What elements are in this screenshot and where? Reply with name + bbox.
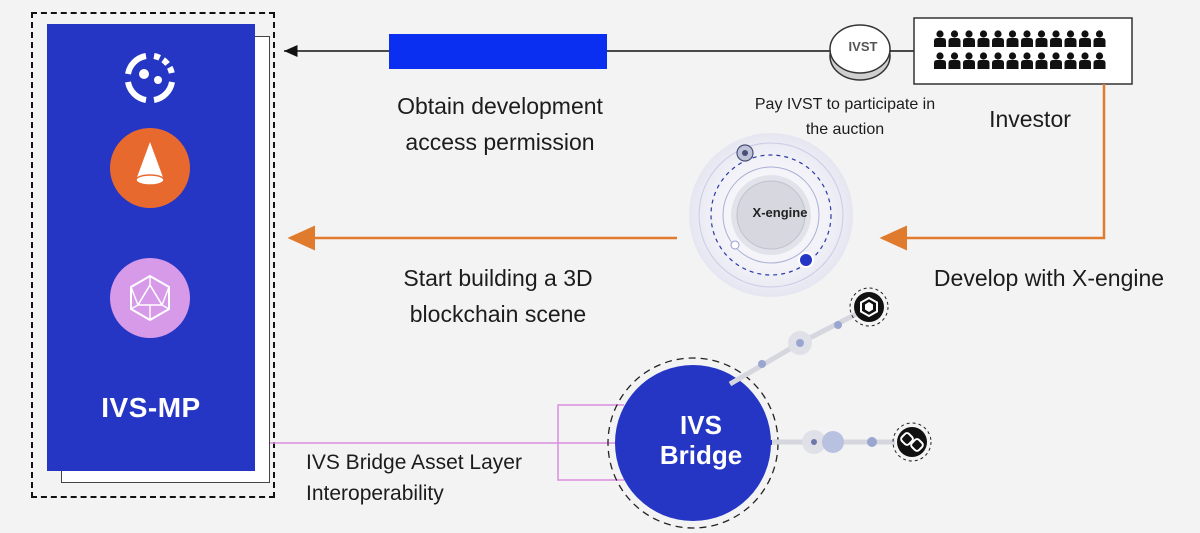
person-icon [977, 60, 990, 69]
person-icon [1023, 30, 1031, 38]
person-icon [992, 38, 1004, 47]
person-icon [1095, 30, 1104, 38]
start-label-line2: blockchain scene [409, 301, 587, 327]
person-icon [1052, 30, 1060, 38]
xengine-node [689, 133, 853, 297]
pink-connectors [270, 404, 624, 481]
ivs-mp-panel [47, 24, 255, 471]
person-icon [948, 60, 961, 69]
start-building-label: Start building a 3D blockchain scene [360, 260, 636, 332]
person-icon [1052, 52, 1060, 60]
person-icon [963, 60, 975, 69]
person-icon [1035, 38, 1048, 47]
bridge-caption: IVS Bridge Asset Layer Interoperability [306, 447, 546, 509]
link-icon [125, 53, 175, 103]
person-icon [1006, 38, 1019, 47]
obtain-label-line2: access permission [405, 129, 595, 155]
pay-label-line1: Pay IVST to participate in [754, 96, 936, 113]
person-icon [979, 30, 988, 38]
develop-arrow [879, 84, 1106, 251]
person-icon [1035, 60, 1048, 69]
person-icon [994, 30, 1002, 38]
person-icon [979, 52, 988, 60]
network-node-icon [849, 287, 889, 327]
person-icon [1050, 38, 1062, 47]
bridge-label-line1: IVS [680, 410, 722, 440]
bridge-chain-upper [728, 305, 870, 387]
person-icon [1008, 52, 1017, 60]
icosahedron-icon [110, 258, 190, 338]
person-icon [1006, 60, 1019, 69]
person-icon [1064, 60, 1077, 69]
xengine-label: X-engine [752, 205, 808, 220]
person-icon [965, 30, 973, 38]
person-icon [1066, 30, 1075, 38]
develop-label: Develop with X-engine [933, 265, 1165, 291]
person-icon [1081, 52, 1089, 60]
start-label-line1: Start building a 3D [403, 265, 593, 291]
person-icon [1023, 52, 1031, 60]
person-icon [965, 52, 973, 60]
obtain-label: Obtain development access permission [360, 88, 640, 160]
bridge-caption-line1: IVS Bridge Asset Layer [306, 451, 522, 474]
person-icon [1093, 38, 1106, 47]
person-icon [994, 52, 1002, 60]
bridge-chain-lower [772, 430, 895, 454]
cone-icon [110, 128, 190, 208]
investor-label: Investor [989, 106, 1071, 132]
blue-bar [389, 34, 607, 69]
person-icon [1093, 60, 1106, 69]
bridge-caption-line2: Interoperability [306, 482, 444, 505]
polygon-chain-icon [892, 422, 932, 462]
person-icon [1037, 30, 1046, 38]
investor-box [913, 17, 1133, 85]
ivs-bridge-label: IVS Bridge [618, 410, 784, 470]
person-icon [1079, 60, 1091, 69]
person-icon [1081, 30, 1089, 38]
ivs-mp-title: IVS-MP [101, 392, 201, 423]
person-icon [1021, 38, 1033, 47]
ivst-coin-label: IVST [848, 39, 878, 54]
person-icon [948, 38, 961, 47]
person-icon [1037, 52, 1046, 60]
person-icon [934, 60, 946, 69]
person-icon [1008, 30, 1017, 38]
person-icon [1064, 38, 1077, 47]
person-icon [1095, 52, 1104, 60]
person-icon [1066, 52, 1075, 60]
person-icon [950, 30, 959, 38]
person-icon [992, 60, 1004, 69]
obtain-label-line1: Obtain development [397, 93, 603, 119]
person-icon [963, 38, 975, 47]
person-icon [977, 38, 990, 47]
person-icon [1050, 60, 1062, 69]
ivst-coin [829, 24, 891, 81]
person-icon [1079, 38, 1091, 47]
person-icon [1021, 60, 1033, 69]
panel-dashed-border [31, 12, 275, 498]
pay-ivst-label: Pay IVST to participate in the auction [720, 92, 970, 142]
person-icon [936, 52, 944, 60]
person-icon [936, 30, 944, 38]
bridge-label-line2: Bridge [659, 440, 743, 470]
person-icon [934, 38, 946, 47]
person-icon [950, 52, 959, 60]
pay-label-line2: the auction [805, 121, 885, 138]
